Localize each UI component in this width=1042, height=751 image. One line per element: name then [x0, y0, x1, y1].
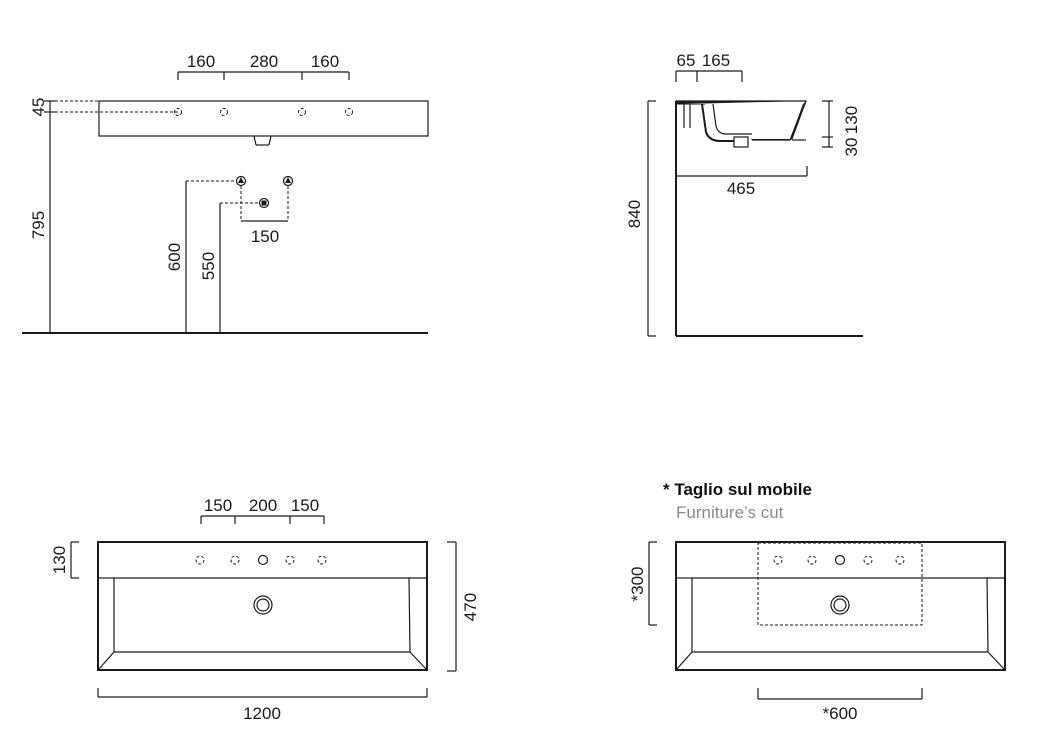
dim-795: 795: [29, 211, 48, 239]
tap-hole: [863, 555, 873, 565]
front-elevation: 160 280 160 45 795 150 600 550: [22, 52, 429, 334]
cut-area: [757, 542, 923, 626]
dim-1200: 1200: [243, 704, 281, 723]
dim-600: 600: [165, 243, 184, 271]
tap-hole: [174, 108, 182, 116]
dim-200: 200: [249, 496, 277, 515]
note-furniture-cut: Furniture’s cut: [676, 503, 784, 522]
bowl-outline: [113, 577, 411, 653]
drain-stub: [253, 135, 257, 146]
tap-hole: [285, 555, 295, 565]
dim-65: 65: [677, 51, 696, 70]
dim-160-left: 160: [187, 52, 215, 71]
dim-130: 130: [842, 106, 861, 134]
tap-hole: [345, 108, 353, 116]
dim-160-right: 160: [311, 52, 339, 71]
dim-150-left: 150: [204, 496, 232, 515]
basin-front: [98, 100, 429, 137]
dim-465: 465: [727, 179, 755, 198]
dim-45: 45: [29, 98, 48, 117]
note-taglio: * Taglio sul mobile: [663, 480, 812, 499]
dim-840: 840: [625, 200, 644, 228]
dim-600: *600: [823, 704, 858, 723]
dim-130: 130: [50, 546, 69, 574]
basin-outline: [675, 541, 1006, 671]
tap-hole: [230, 555, 240, 565]
drain-icon: [253, 595, 273, 615]
tap-hole: [195, 555, 205, 565]
basin-outline: [97, 541, 428, 671]
tap-hole-main: [834, 554, 846, 566]
dim-150-right: 150: [291, 496, 319, 515]
tap-hole: [298, 108, 306, 116]
bowl-outline: [691, 577, 989, 653]
dim-30: 30: [842, 138, 861, 157]
tap-hole-main: [257, 554, 269, 566]
tap-hole: [773, 555, 783, 565]
plan-view: 150 200 150 130 470 1200: [50, 496, 480, 723]
dim-280: 280: [250, 52, 278, 71]
tap-hole: [807, 555, 817, 565]
dim-150: 150: [251, 227, 279, 246]
drain-icon: [830, 595, 850, 615]
tap-hole: [220, 108, 228, 116]
dim-165: 165: [702, 51, 730, 70]
waste-pipe: [701, 103, 734, 142]
dim-550: 550: [199, 252, 218, 280]
dim-300: *300: [628, 567, 647, 602]
dim-470: 470: [461, 593, 480, 621]
tap-hole: [317, 555, 327, 565]
side-section: 65 165 130 30 465 840: [625, 51, 863, 337]
furniture-cut-view: * Taglio sul mobile Furniture’s cut *300…: [628, 480, 1006, 723]
tap-hole: [895, 555, 905, 565]
